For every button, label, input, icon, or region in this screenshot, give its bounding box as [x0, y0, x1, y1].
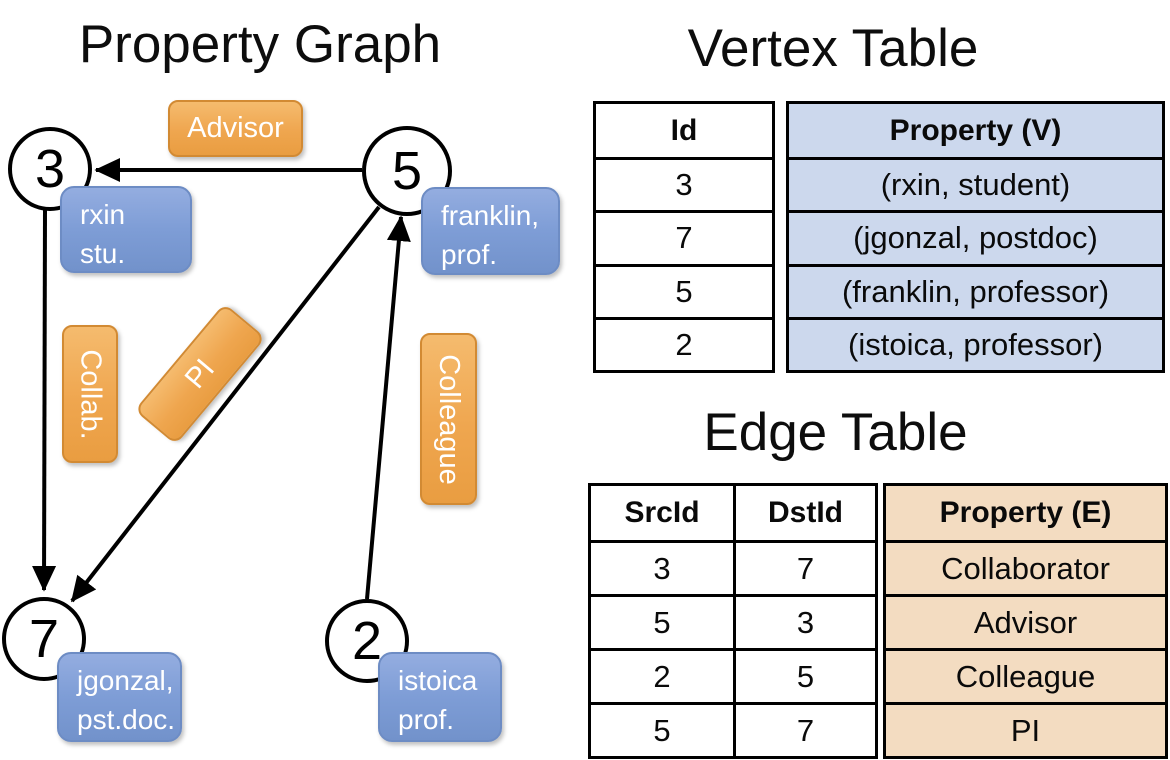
- edge-label-text: Collab.: [74, 348, 107, 440]
- node-property-istoica: istoica prof.: [378, 652, 502, 742]
- property-graph-title: Property Graph: [78, 15, 442, 74]
- table-cell: 5: [591, 702, 733, 756]
- edge-colleague-line: [365, 215, 411, 600]
- table-cell: 2: [596, 316, 772, 370]
- node-property-jgonzal: jgonzal, pst.doc.: [57, 652, 182, 742]
- edge-table-id-columns: SrcId DstId 3 7 5 3 2 5 5 7: [588, 483, 878, 759]
- graph-node-5: 5: [362, 126, 452, 216]
- vertex-table-title: Vertex Table: [687, 19, 979, 78]
- edge-table-header-srcid: SrcId: [624, 496, 700, 529]
- node-property-line: pst.doc.: [77, 703, 176, 735]
- node-property-line: istoica: [398, 665, 478, 696]
- node-id: 3: [34, 139, 66, 199]
- table-cell: (istoica, professor): [789, 316, 1162, 370]
- node-property-line: prof.: [441, 238, 498, 270]
- edge-label-collab: Collab.: [62, 325, 118, 463]
- node-id: 5: [391, 141, 423, 201]
- table-cell: (jgonzal, postdoc): [789, 210, 1162, 264]
- edge-collab-line: [32, 208, 57, 592]
- node-property-line: stu.: [80, 237, 126, 269]
- table-cell: 7: [596, 210, 772, 263]
- vertex-table-header-id: Id: [670, 113, 698, 147]
- edge-table-title: Edge Table: [703, 403, 968, 462]
- node-property-line: franklin,: [441, 200, 540, 231]
- edge-label-advisor: Advisor: [168, 100, 303, 157]
- edge-table-header-property: Property (E): [886, 486, 1165, 540]
- table-cell: (franklin, professor): [789, 263, 1162, 317]
- node-property-line: rxin: [80, 199, 126, 230]
- vertex-table-property-column: Property (V) (rxin, student) (jgonzal, p…: [786, 101, 1165, 373]
- table-cell: Collaborator: [886, 540, 1165, 594]
- table-cell: PI: [886, 702, 1165, 756]
- table-cell: 5: [733, 648, 875, 702]
- node-property-franklin: franklin, prof.: [421, 187, 560, 275]
- table-cell: (rxin, student): [789, 157, 1162, 211]
- table-cell: 3: [733, 594, 875, 648]
- vertex-table-header-property: Property (V): [789, 104, 1162, 158]
- vertex-table-id-column: Id 3 7 5 2: [593, 101, 775, 373]
- edge-pi-line: [70, 205, 381, 603]
- edge-label-colleague: Colleague: [420, 333, 477, 505]
- table-cell: 5: [591, 594, 733, 648]
- table-cell: 3: [596, 157, 772, 210]
- table-cell: 3: [591, 540, 733, 594]
- node-property-line: prof.: [398, 703, 455, 735]
- node-property-line: jgonzal,: [77, 665, 174, 696]
- table-cell: 7: [733, 540, 875, 594]
- table-cell: Colleague: [886, 648, 1165, 702]
- edge-table-header-dstid: DstId: [733, 486, 875, 540]
- table-cell: 5: [596, 263, 772, 317]
- edge-label-text: PI: [178, 352, 221, 395]
- table-cell: 2: [591, 648, 733, 702]
- graph-edges-layer: [32, 158, 411, 603]
- node-id: 7: [28, 609, 60, 669]
- graph-node-2: 2: [325, 599, 409, 683]
- edge-label-text: Advisor: [187, 112, 284, 144]
- node-property-rxin: rxin stu.: [60, 186, 192, 273]
- table-cell: 7: [733, 702, 875, 756]
- edge-table-property-column: Property (E) Collaborator Advisor Collea…: [883, 483, 1168, 759]
- node-id: 2: [351, 611, 383, 671]
- table-cell: Advisor: [886, 594, 1165, 648]
- edge-label-text: Colleague: [433, 353, 466, 485]
